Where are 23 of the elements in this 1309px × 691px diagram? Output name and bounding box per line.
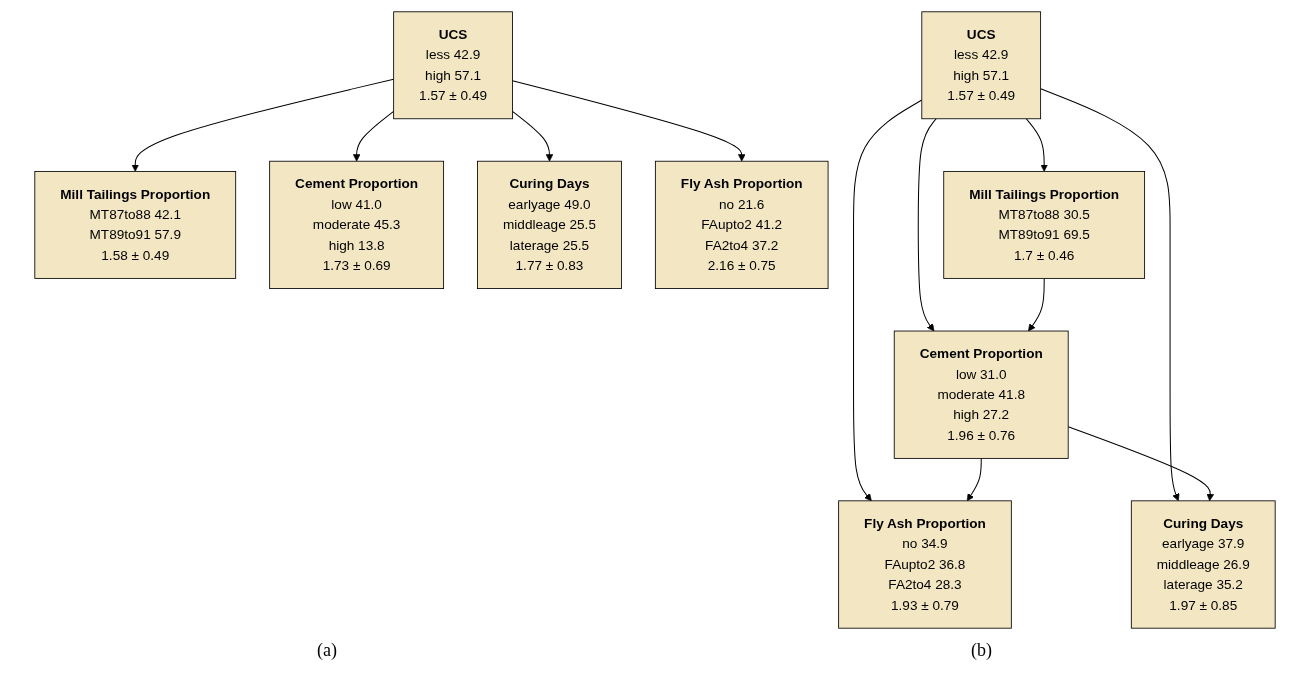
node-box: Fly Ash Proportion no 34.9 FAupto2 36.8 FA2to4 28.3 1.93 ± 0.79 xyxy=(837,500,1012,629)
arrow xyxy=(1067,426,1214,502)
arrow xyxy=(1039,88,1179,502)
node-box: Cement Proportion low 41.0 moderate 45.3 high 13.8 1.73 ± 0.69 xyxy=(268,160,444,289)
arrow xyxy=(131,78,394,172)
arrow xyxy=(511,80,745,162)
node-box: UCS less 42.9 high 57.1 1.57 ± 0.49 xyxy=(920,11,1041,120)
node-box: UCS less 42.9 high 57.1 1.57 ± 0.49 xyxy=(392,11,513,120)
arrow xyxy=(1027,277,1045,332)
panel-label: (b) xyxy=(971,640,992,661)
panel-label: (a) xyxy=(317,640,337,661)
arrow xyxy=(352,110,394,162)
arrow xyxy=(1025,118,1048,172)
node-box: Mill Tailings Proportion MT87to88 30.5 MT89to91 69.5 1.7 ± 0.46 xyxy=(942,171,1145,279)
node-box: Curing Days earlyage 37.9 middleage 26.9 laterage 35.2 1.97 ± 0.85 xyxy=(1130,500,1276,629)
node-box: Curing Days earlyage 49.0 middleage 25.5 laterage 25.5 1.77 ± 0.83 xyxy=(476,160,622,289)
node-box: Cement Proportion low 31.0 moderate 41.8 high 27.2 1.96 ± 0.76 xyxy=(893,330,1069,459)
node-box: Fly Ash Proportion no 21.6 FAupto2 41.2 FA2to4 37.2 2.16 ± 0.75 xyxy=(654,160,828,289)
arrow xyxy=(966,457,982,502)
arrow xyxy=(852,99,922,502)
node-box: Mill Tailings Proportion MT87to88 42.1 MT89to91 57.9 1.58 ± 0.49 xyxy=(33,171,236,279)
arrow xyxy=(511,110,553,162)
arrow xyxy=(917,118,937,332)
